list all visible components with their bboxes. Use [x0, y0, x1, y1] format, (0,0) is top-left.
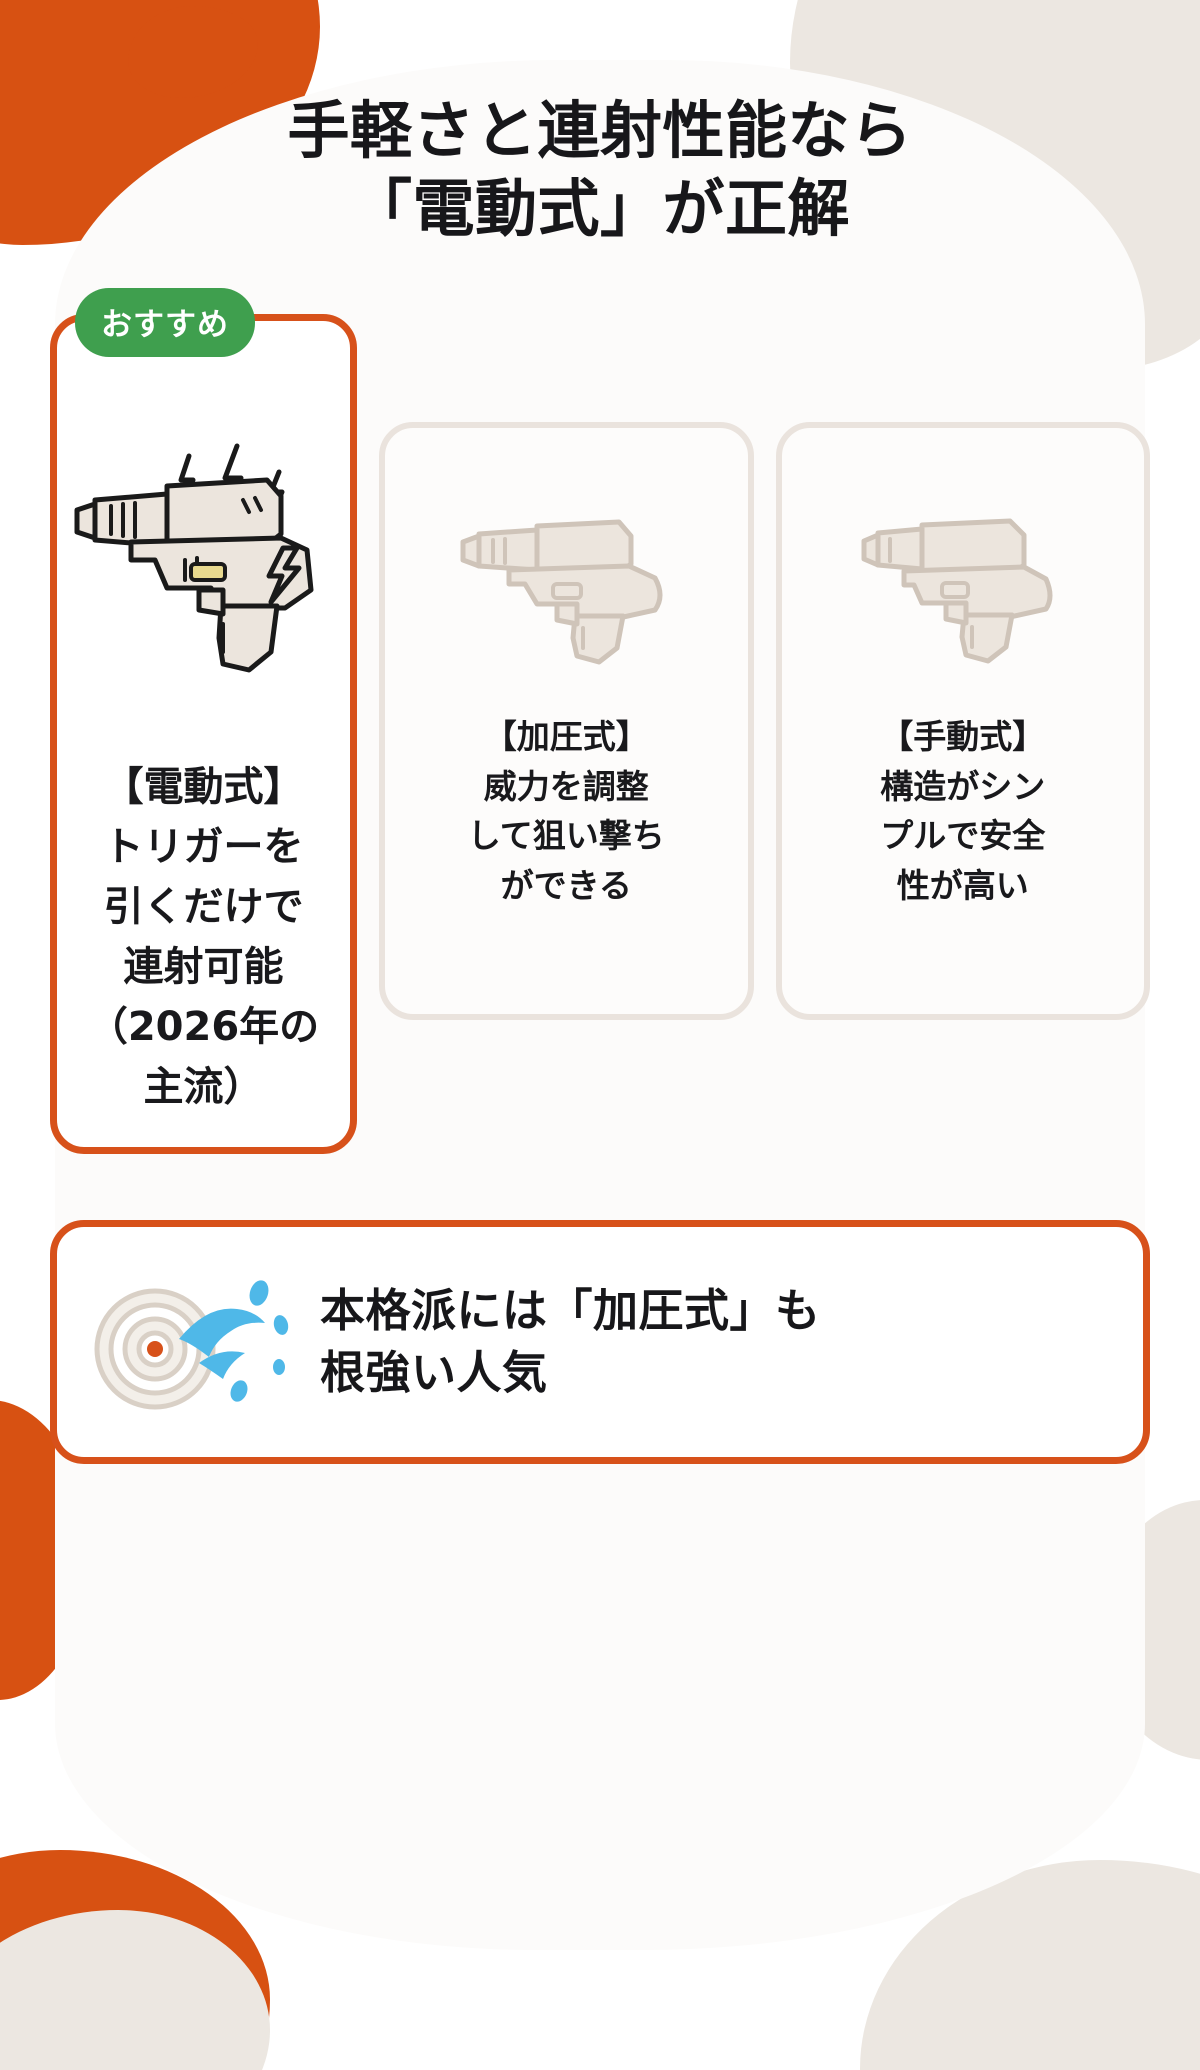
comparison-card-row: おすすめ [0, 288, 1200, 1155]
card-manual-line-2: 構造がシン [880, 766, 1046, 806]
card-pressure-line-1: 【加圧式】 [483, 717, 649, 757]
card-manual-text: 【手動式】 構造がシン プルで安全 性が高い [792, 702, 1135, 910]
recommended-badge: おすすめ [75, 288, 255, 358]
bottom-banner[interactable]: 本格派には「加圧式」も 根強い人気 [50, 1220, 1150, 1465]
card-pressure[interactable]: 【加圧式】 威力を調整 して狙い撃ち ができる [379, 422, 754, 1021]
page-title: 手軽さと連射性能なら 「電動式」が正解 [0, 0, 1200, 248]
page-title-line-1: 手軽さと連射性能なら [287, 94, 913, 167]
page-content: 手軽さと連射性能なら 「電動式」が正解 おすすめ [0, 0, 1200, 1465]
card-electric-line-1: 【電動式】 [103, 764, 304, 811]
bottom-banner-text: 本格派には「加圧式」も 根強い人気 [320, 1280, 821, 1404]
card-pressure-line-4: ができる [500, 865, 632, 905]
card-electric-line-2: トリガーを [103, 824, 304, 871]
card-electric-line-6: 主流） [143, 1064, 264, 1111]
card-manual-line-4: 性が高い [896, 865, 1029, 905]
card-manual-line-3: プルで安全 [880, 816, 1046, 856]
card-electric-line-4: 連射可能 [123, 944, 284, 991]
card-electric-line-5: （2026年の [87, 1004, 320, 1051]
target-splash-icon [83, 1267, 298, 1417]
card-manual[interactable]: 【手動式】 構造がシン プルで安全 性が高い [775, 422, 1150, 1021]
pressure-water-gun-icon [395, 462, 738, 702]
bottom-banner-line-2: 根強い人気 [320, 1346, 548, 1400]
card-manual-line-1: 【手動式】 [880, 717, 1046, 757]
manual-water-gun-icon [792, 462, 1135, 702]
card-electric-line-3: 引くだけで [103, 884, 304, 931]
card-pressure-line-2: 威力を調整 [483, 766, 649, 806]
card-pressure-text: 【加圧式】 威力を調整 して狙い撃ち ができる [395, 702, 738, 910]
card-electric-text: 【電動式】 トリガーを 引くだけで 連射可能 （2026年の 主流） [71, 743, 336, 1117]
bottom-banner-line-1: 本格派には「加圧式」も [320, 1284, 821, 1338]
card-pressure-line-3: して狙い撃ち [467, 816, 665, 856]
page-title-line-2: 「電動式」が正解 [349, 172, 850, 246]
card-electric[interactable]: おすすめ [50, 288, 357, 1155]
electric-water-gun-icon [71, 383, 336, 743]
